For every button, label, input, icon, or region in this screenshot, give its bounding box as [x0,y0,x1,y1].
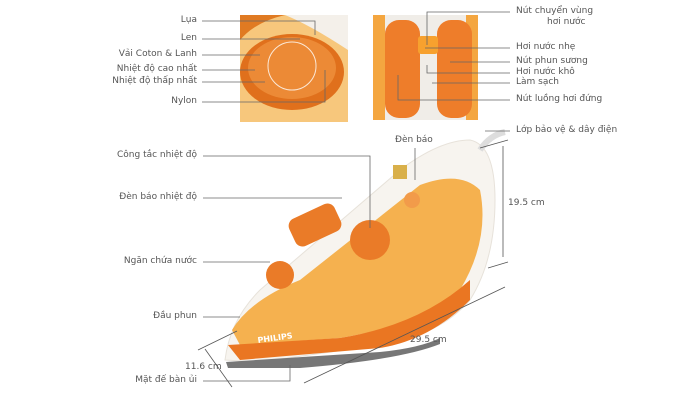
label-light-steam: Hơi nước nhẹ [516,42,576,52]
label-soleplate: Mặt đế bàn ủi [135,375,197,385]
steam-control-photo [373,15,478,120]
label-dry-steam: Hơi nước khô [516,67,575,77]
label-nylon: Nylon [171,96,197,106]
label-vertical-steam: Nút luồng hơi đứng [516,94,603,104]
label-cotton-linen: Vải Coton & Lanh [118,49,197,59]
label-steam-switch-2: hơi nước [547,17,586,27]
label-nozzle: Đầu phun [153,311,197,321]
dimension-length: 29.5 cm [410,335,447,345]
iron-illustration: PHILIPS [224,129,506,368]
label-max-temp: Nhiệt độ cao nhất [116,64,197,74]
label-spray: Nút phun sương [516,56,588,66]
label-cord: Lớp bảo vệ & dây điện [516,125,618,135]
dimension-height: 19.5 cm [508,198,545,208]
label-water-tank: Ngăn chứa nước [123,256,197,266]
label-wool: Len [180,33,197,43]
dimension-lines [197,139,509,388]
dial-photo [240,15,348,122]
label-temp-light: Đèn báo nhiệt độ [119,192,197,202]
label-steam-switch: Nút chuyển vùng [516,6,594,16]
label-silk: Lụa [180,15,197,25]
label-temp-switch: Công tắc nhiệt độ [117,150,197,160]
label-clean: Làm sạch [516,77,560,87]
dimension-width: 11.6 cm [185,362,222,372]
leader-lines [202,11,510,382]
label-min-temp: Nhiệt độ thấp nhất [112,76,197,86]
label-indicator: Đèn báo [395,135,433,145]
